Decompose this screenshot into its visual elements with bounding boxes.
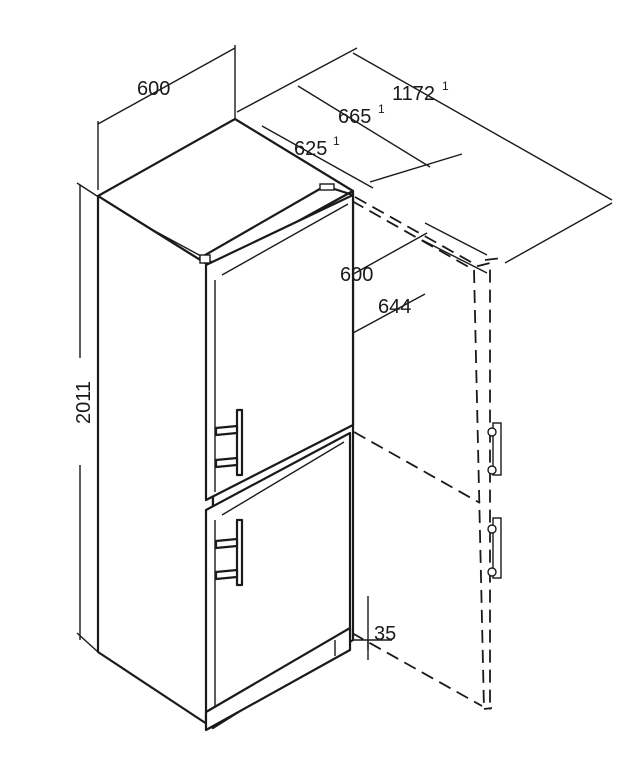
depth-handle-label: 665 <box>338 106 371 128</box>
height-label: 2011 <box>73 381 95 424</box>
fridge-body <box>96 117 355 732</box>
depth-handle-note: 1 <box>378 102 385 116</box>
door-clearance-label: 644 <box>378 296 411 318</box>
dimension-labels: 600 2011 1172 1 665 1 625 1 600 644 35 <box>73 78 449 645</box>
hinge-icon <box>487 422 502 579</box>
plinth-height-label: 35 <box>374 623 396 645</box>
depth-body-label: 625 <box>294 138 327 160</box>
width-label: 600 <box>137 78 170 100</box>
door-handle-icon <box>214 408 244 587</box>
depth-total-label: 1172 <box>392 83 435 105</box>
depth-body-note: 1 <box>333 134 340 148</box>
door-width-label: 600 <box>340 264 373 286</box>
open-doors-dashed <box>351 196 503 710</box>
depth-total-note: 1 <box>442 79 449 93</box>
